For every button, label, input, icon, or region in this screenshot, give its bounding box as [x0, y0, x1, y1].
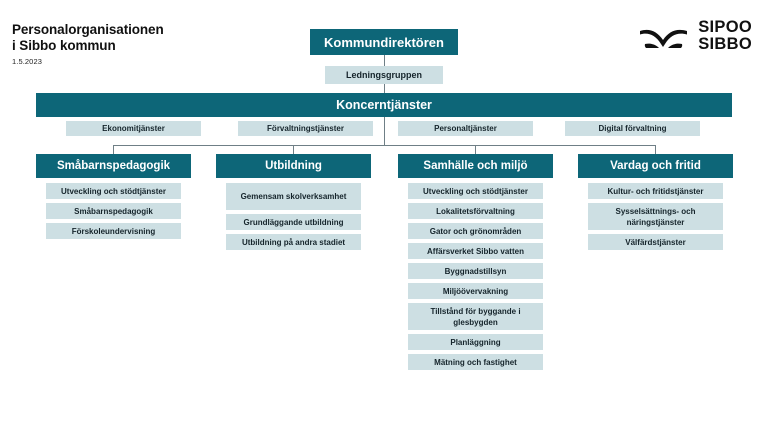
column-2-item-2-label: Grundläggande utbildning	[243, 217, 344, 227]
brand-logo: SIPOO SIBBO	[639, 18, 752, 54]
column-4-item-3-label: Välfärdstjänster	[625, 237, 686, 247]
column-3-item-3-label: Gator och grönområden	[429, 226, 522, 236]
connector-drop-col-3	[475, 145, 476, 154]
connector-top-to-ledningsgruppen	[384, 55, 385, 66]
sipoo-sibbo-wings-icon	[640, 29, 688, 48]
column-1-item-3[interactable]: Förskoleundervisning	[46, 223, 181, 239]
title-line-2: i Sibbo kommun	[12, 37, 116, 53]
column-1-item-2[interactable]: Småbarnspedagogik	[46, 203, 181, 219]
node-digital-forvaltning[interactable]: Digital förvaltning	[565, 121, 700, 136]
column-2-item-3-label: Utbildning på andra stadiet	[241, 237, 346, 247]
column-3-item-4[interactable]: Affärsverket Sibbo vatten	[408, 243, 543, 259]
column-3-item-6-label: Miljöövervakning	[442, 286, 509, 296]
column-2-item-1[interactable]: Gemensam skolverksamhet	[226, 183, 361, 210]
column-4-item-1-label: Kultur- och fritidstjänster	[607, 186, 704, 196]
column-3-item-2[interactable]: Lokalitetsförvaltning	[408, 203, 543, 219]
page-title: Personalorganisationen i Sibbo kommun 1.…	[12, 22, 292, 66]
connector-ledningsgruppen-to-koncerntjanster	[384, 84, 385, 93]
node-koncerntjanster[interactable]: Koncerntjänster	[36, 93, 732, 117]
logo-wordmark: SIPOO SIBBO	[698, 19, 752, 53]
column-3-item-2-label: Lokalitetsförvaltning	[436, 206, 515, 216]
node-forvaltningstjanster[interactable]: Förvaltningstjänster	[238, 121, 373, 136]
node-ekonomitjanster[interactable]: Ekonomitjänster	[66, 121, 201, 136]
column-2-item-1-label: Gemensam skolverksamhet	[240, 192, 347, 201]
column-2-item-3[interactable]: Utbildning på andra stadiet	[226, 234, 361, 250]
column-3-item-8-label: Planläggning	[450, 337, 501, 347]
column-3-item-1[interactable]: Utveckling och stödtjänster	[408, 183, 543, 199]
column-3-item-3[interactable]: Gator och grönområden	[408, 223, 543, 239]
column-1-item-1-label: Utveckling och stödtjänster	[61, 186, 166, 196]
column-1-item-1[interactable]: Utveckling och stödtjänster	[46, 183, 181, 199]
node-personaltjanster[interactable]: Personaltjänster	[398, 121, 533, 136]
title-line-1: Personalorganisationen	[12, 22, 164, 37]
node-ledningsgruppen[interactable]: Ledningsgruppen	[325, 66, 443, 84]
column-head-samhalle-och-miljo[interactable]: Samhälle och miljö	[398, 154, 553, 178]
column-3-item-8[interactable]: Planläggning	[408, 334, 543, 350]
logo-text-line-2: SIBBO	[698, 35, 752, 53]
column-1-item-2-label: Småbarnspedagogik	[74, 206, 153, 216]
logo-text-line-1: SIPOO	[698, 18, 752, 36]
connector-drop-col-2	[293, 145, 294, 154]
column-4-item-2[interactable]: Sysselsättnings- och näringstjänster	[588, 203, 723, 230]
connector-drop-col-1	[113, 145, 114, 154]
column-3-item-9-label: Mätning och fastighet	[434, 357, 517, 367]
node-kommundirektoren[interactable]: Kommundirektören	[310, 29, 458, 55]
connector-koncerntjanster-stem	[384, 117, 385, 145]
column-head-vardag-och-fritid[interactable]: Vardag och fritid	[578, 154, 733, 178]
column-4-item-1[interactable]: Kultur- och fritidstjänster	[588, 183, 723, 199]
column-3-item-5[interactable]: Byggnadstillsyn	[408, 263, 543, 279]
column-3-item-5-label: Byggnadstillsyn	[444, 266, 507, 276]
column-1-item-3-label: Förskoleundervisning	[71, 226, 156, 236]
column-head-smabarnspedagogik[interactable]: Småbarnspedagogik	[36, 154, 191, 178]
column-head-utbildning[interactable]: Utbildning	[216, 154, 371, 178]
column-3-item-6[interactable]: Miljöövervakning	[408, 283, 543, 299]
connector-drop-col-4	[655, 145, 656, 154]
connector-columns-bus	[113, 145, 655, 146]
column-3-item-7-label: Tillstånd för byggande i glesbygden	[430, 306, 521, 327]
column-2-item-2[interactable]: Grundläggande utbildning	[226, 214, 361, 230]
column-3-item-7[interactable]: Tillstånd för byggande i glesbygden	[408, 303, 543, 330]
column-3-item-9[interactable]: Mätning och fastighet	[408, 354, 543, 370]
column-4-item-3[interactable]: Välfärdstjänster	[588, 234, 723, 250]
column-4-item-2-label: Sysselsättnings- och näringstjänster	[615, 206, 696, 227]
column-3-item-4-label: Affärsverket Sibbo vatten	[427, 246, 524, 256]
column-3-item-1-label: Utveckling och stödtjänster	[423, 186, 528, 196]
title-date: 1.5.2023	[12, 57, 42, 66]
